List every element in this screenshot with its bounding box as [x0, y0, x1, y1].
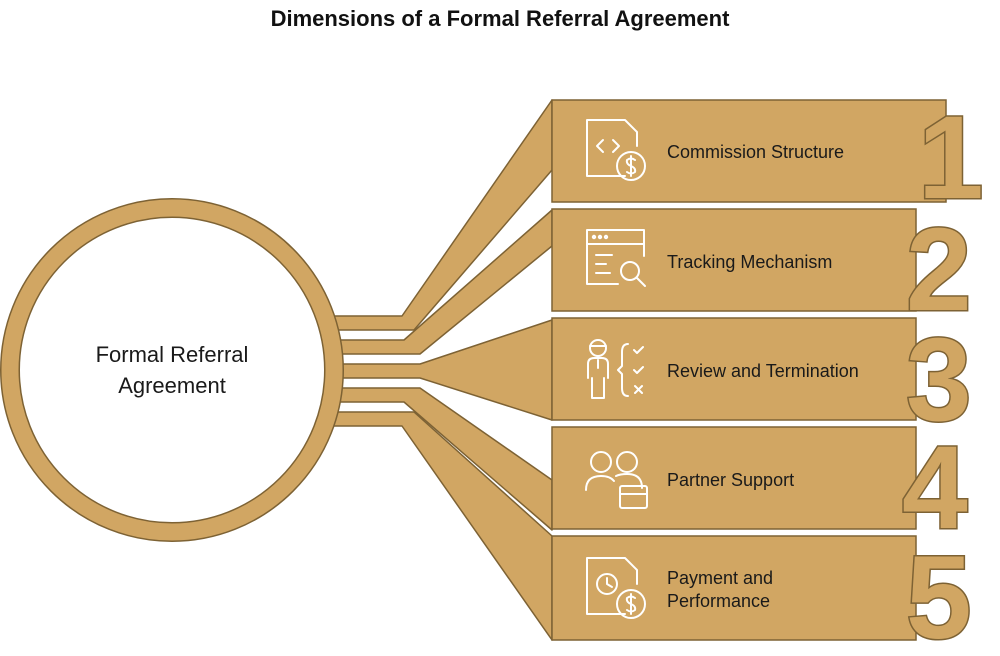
item-label-1: Commission Structure: [667, 142, 844, 162]
bar-5: [551, 535, 917, 641]
number-5: 5: [906, 532, 972, 656]
number-3: 3: [906, 314, 972, 446]
number-2: 2: [906, 204, 972, 336]
person-checklist-icon: [587, 339, 644, 399]
clock-document-dollar-icon: [586, 557, 646, 619]
bar-1: [551, 99, 947, 203]
bar-4: [551, 426, 917, 530]
number-4: 4: [902, 422, 968, 554]
item-label-3: Review and Termination: [667, 361, 859, 381]
item-label-4: Partner Support: [667, 470, 794, 490]
item-label-2: Tracking Mechanism: [667, 252, 832, 272]
connector-1: [329, 99, 553, 331]
item-label-5b: Performance: [667, 591, 770, 611]
item-label-5a: Payment and: [667, 568, 773, 588]
bar-2: [551, 208, 917, 312]
code-document-dollar-icon: [586, 119, 646, 181]
center-label-line1: Formal Referral: [96, 342, 249, 367]
browser-magnifier-icon: [586, 229, 646, 287]
connector-5: [329, 411, 553, 641]
bars: [551, 99, 947, 641]
connectors: [329, 99, 553, 641]
item-labels: Commission Structure Tracking Mechanism …: [667, 142, 859, 611]
diagram-title: Dimensions of a Formal Referral Agreemen…: [270, 6, 730, 31]
number-1: 1: [918, 92, 984, 224]
center-label-line2: Agreement: [118, 373, 226, 398]
bar-3: [551, 317, 917, 421]
users-card-icon: [585, 451, 648, 509]
numbers: 1 2 3 4 5: [901, 91, 986, 656]
center-ring: Formal Referral Agreement: [0, 198, 344, 542]
